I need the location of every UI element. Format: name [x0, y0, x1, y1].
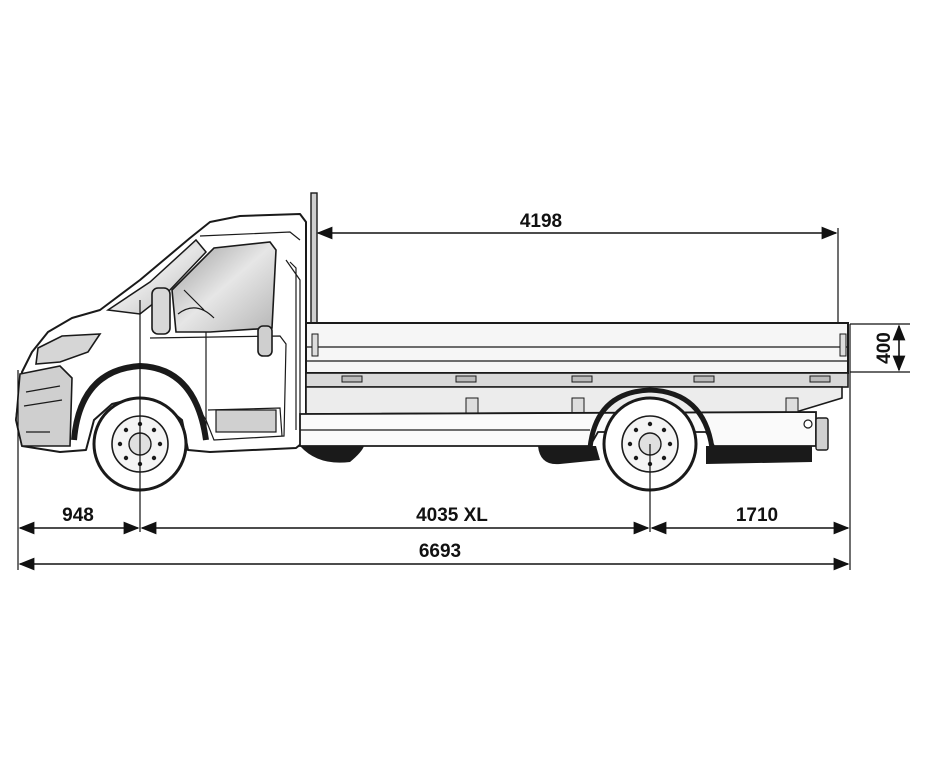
dim-rear-overhang: 1710: [650, 505, 850, 535]
cargo-side-panel: [305, 322, 849, 374]
side-window: [171, 241, 277, 333]
door-handle: [257, 325, 273, 357]
dim-load-length: 4198: [316, 211, 838, 240]
rear-wheel-arch: [587, 387, 715, 449]
chassis-rail: [299, 411, 817, 447]
dim-front-overhang-label: 948: [62, 505, 94, 526]
dim-overall-length-label: 6693: [419, 541, 461, 562]
dim-front-overhang: 948: [18, 505, 140, 535]
dim-overall-length: 6693: [18, 541, 850, 571]
side-mirror: [151, 287, 171, 335]
truck-illustration: [15, 192, 849, 492]
dim-side-height: 400: [874, 324, 906, 372]
dim-side-height-label: 400: [874, 332, 895, 364]
dimension-annotations: 4198 400 948 4035 XL 1710 6693: [17, 211, 910, 571]
dim-rear-overhang-label: 1710: [736, 505, 778, 526]
cab-guard-post: [310, 192, 318, 324]
cab-body: [15, 213, 307, 453]
rear-light: [815, 417, 829, 451]
headlight: [35, 333, 102, 365]
dim-load-length-label: 4198: [520, 211, 562, 232]
side-latches: [341, 375, 831, 383]
dim-wheelbase-label: 4035 XL: [416, 505, 488, 526]
dim-wheelbase: 4035 XL: [140, 505, 650, 535]
